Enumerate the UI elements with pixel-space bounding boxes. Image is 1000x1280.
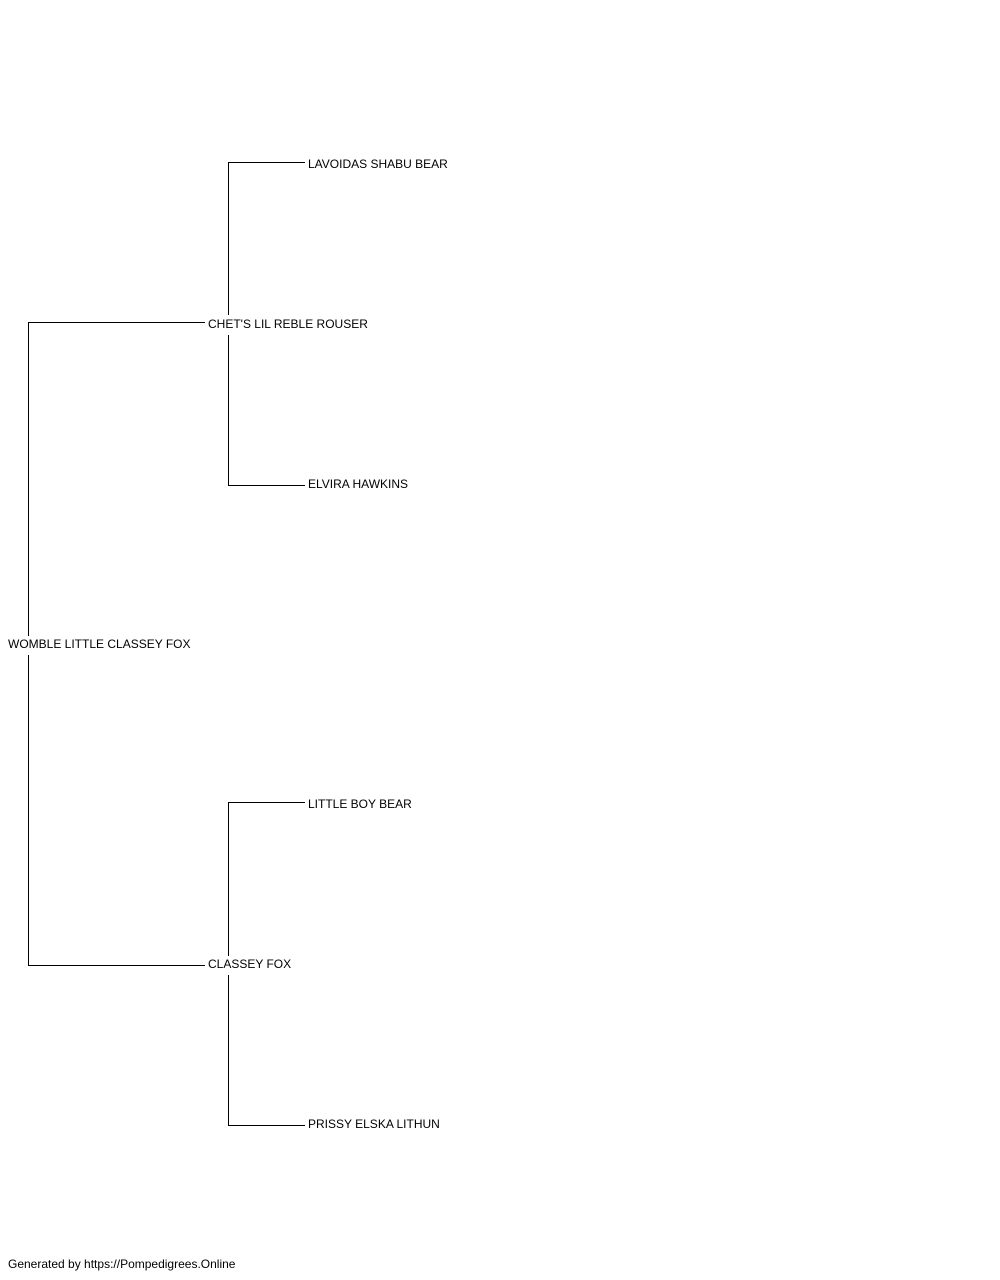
sire-name: CHET'S LIL REBLE ROUSER: [208, 317, 368, 331]
dam-sire-connector: [228, 802, 305, 956]
subject-dam-connector: [28, 655, 205, 966]
sire-sire-connector: [228, 162, 305, 315]
sire-dam-name: ELVIRA HAWKINS: [308, 477, 409, 491]
subject-sire-connector: [28, 322, 205, 636]
sire-sire-name: LAVOIDAS SHABU BEAR: [308, 157, 448, 171]
dam-dam-name: PRISSY ELSKA LITHUN: [308, 1117, 440, 1131]
generated-by-footer: Generated by https://Pompedigrees.Online: [8, 1257, 236, 1271]
dam-name: CLASSEY FOX: [208, 957, 292, 971]
dam-dam-connector: [228, 975, 305, 1126]
dam-sire-name: LITTLE BOY BEAR: [308, 797, 412, 811]
subject-name: WOMBLE LITTLE CLASSEY FOX: [8, 637, 191, 651]
sire-dam-connector: [228, 335, 305, 486]
